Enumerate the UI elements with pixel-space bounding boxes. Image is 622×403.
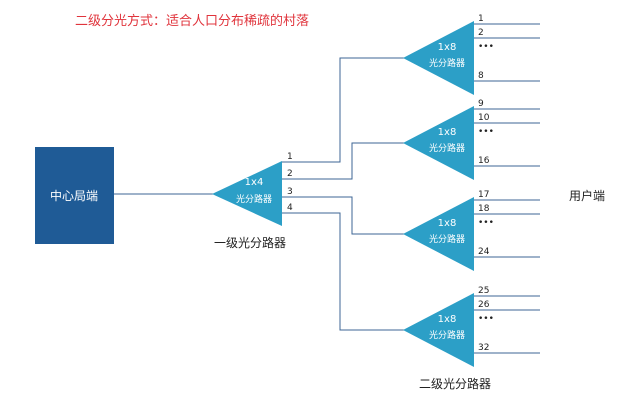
level2-type-1: 光分路器 <box>429 57 465 69</box>
l1-output-wire-4 <box>282 212 405 331</box>
port-label-16: 16 <box>478 156 490 166</box>
level1-ratio: 1x4 <box>245 177 264 188</box>
level2-splitter-4 <box>403 293 474 367</box>
level1-splitter <box>212 161 282 226</box>
level2-ratio-3: 1x8 <box>438 218 457 229</box>
l1-port-label-3: 3 <box>287 187 293 197</box>
port-ellipsis: ••• <box>478 314 494 324</box>
port-label-8: 8 <box>478 71 484 81</box>
l1-port-label-2: 2 <box>287 169 293 179</box>
central-office-box <box>35 147 114 244</box>
port-ellipsis: ••• <box>478 42 494 52</box>
port-label-25: 25 <box>478 286 489 296</box>
port-label-10: 10 <box>478 113 490 123</box>
level2-splitter-2 <box>403 106 474 180</box>
user-end-label: 用户端 <box>569 188 605 203</box>
l1-output-wire-1 <box>282 57 405 163</box>
l1-output-wire-2 <box>282 142 405 180</box>
port-label-9: 9 <box>478 99 484 109</box>
central-office-label: 中心局端 <box>50 188 98 203</box>
level2-splitter-1 <box>403 21 474 95</box>
port-label-18: 18 <box>478 204 490 214</box>
level2-ratio-4: 1x8 <box>438 314 457 325</box>
l1-output-wire-3 <box>282 196 405 235</box>
level2-ratio-1: 1x8 <box>438 42 457 53</box>
port-label-26: 26 <box>478 300 490 310</box>
level2-splitter-3 <box>403 197 474 271</box>
l1-port-label-1: 1 <box>287 152 293 162</box>
level2-ratio-2: 1x8 <box>438 127 457 138</box>
port-label-2: 2 <box>478 28 484 38</box>
level1-type: 光分路器 <box>236 193 272 205</box>
port-ellipsis: ••• <box>478 218 494 228</box>
port-ellipsis: ••• <box>478 127 494 137</box>
level2-type-4: 光分路器 <box>429 329 465 341</box>
level2-splitter-groups: 1x8 光分路器 1 2 ••• 8 1x8 光分路器 9 10 ••• 16 1x8 光分路器 17 18 •… <box>403 14 540 367</box>
port-label-17: 17 <box>478 190 489 200</box>
l1-port-label-4: 4 <box>287 203 293 213</box>
port-label-1: 1 <box>478 14 484 24</box>
level2-type-2: 光分路器 <box>429 142 465 154</box>
port-label-24: 24 <box>478 247 490 257</box>
level1-caption: 一级光分路器 <box>214 235 286 250</box>
diagram-title: 二级分光方式：适合人口分布稀疏的村落 <box>75 13 309 29</box>
level2-type-3: 光分路器 <box>429 233 465 245</box>
level2-caption: 二级光分路器 <box>419 376 491 391</box>
port-label-32: 32 <box>478 343 489 353</box>
